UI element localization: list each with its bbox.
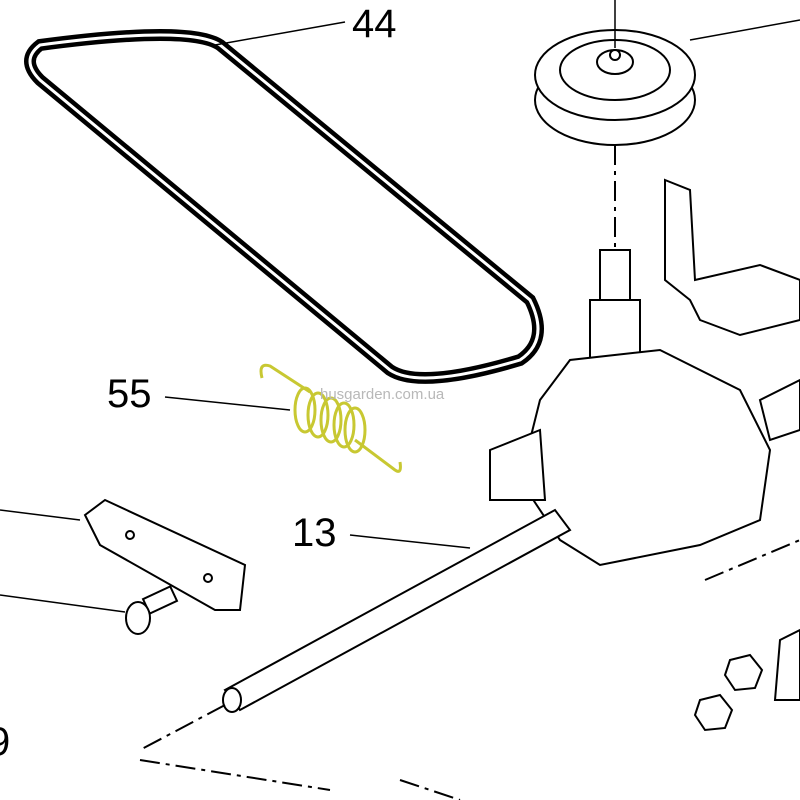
leader-13 <box>349 534 471 549</box>
gearbox <box>489 249 800 567</box>
callout-13: 13 <box>292 511 337 555</box>
belt-44 <box>24 29 544 384</box>
shaft-13 <box>222 508 572 713</box>
spring-55 <box>259 363 402 473</box>
watermark: husgarden.com.ua <box>320 386 445 403</box>
nuts <box>693 628 800 732</box>
callout-44: 44 <box>352 2 397 46</box>
callout-partial: 9 <box>0 722 10 762</box>
leader-55 <box>164 396 291 411</box>
plate <box>83 498 247 611</box>
leader-44 <box>214 21 346 46</box>
callout-55: 55 <box>107 372 152 416</box>
bracket <box>664 178 800 337</box>
bolt <box>125 585 179 635</box>
pulley <box>534 29 696 146</box>
